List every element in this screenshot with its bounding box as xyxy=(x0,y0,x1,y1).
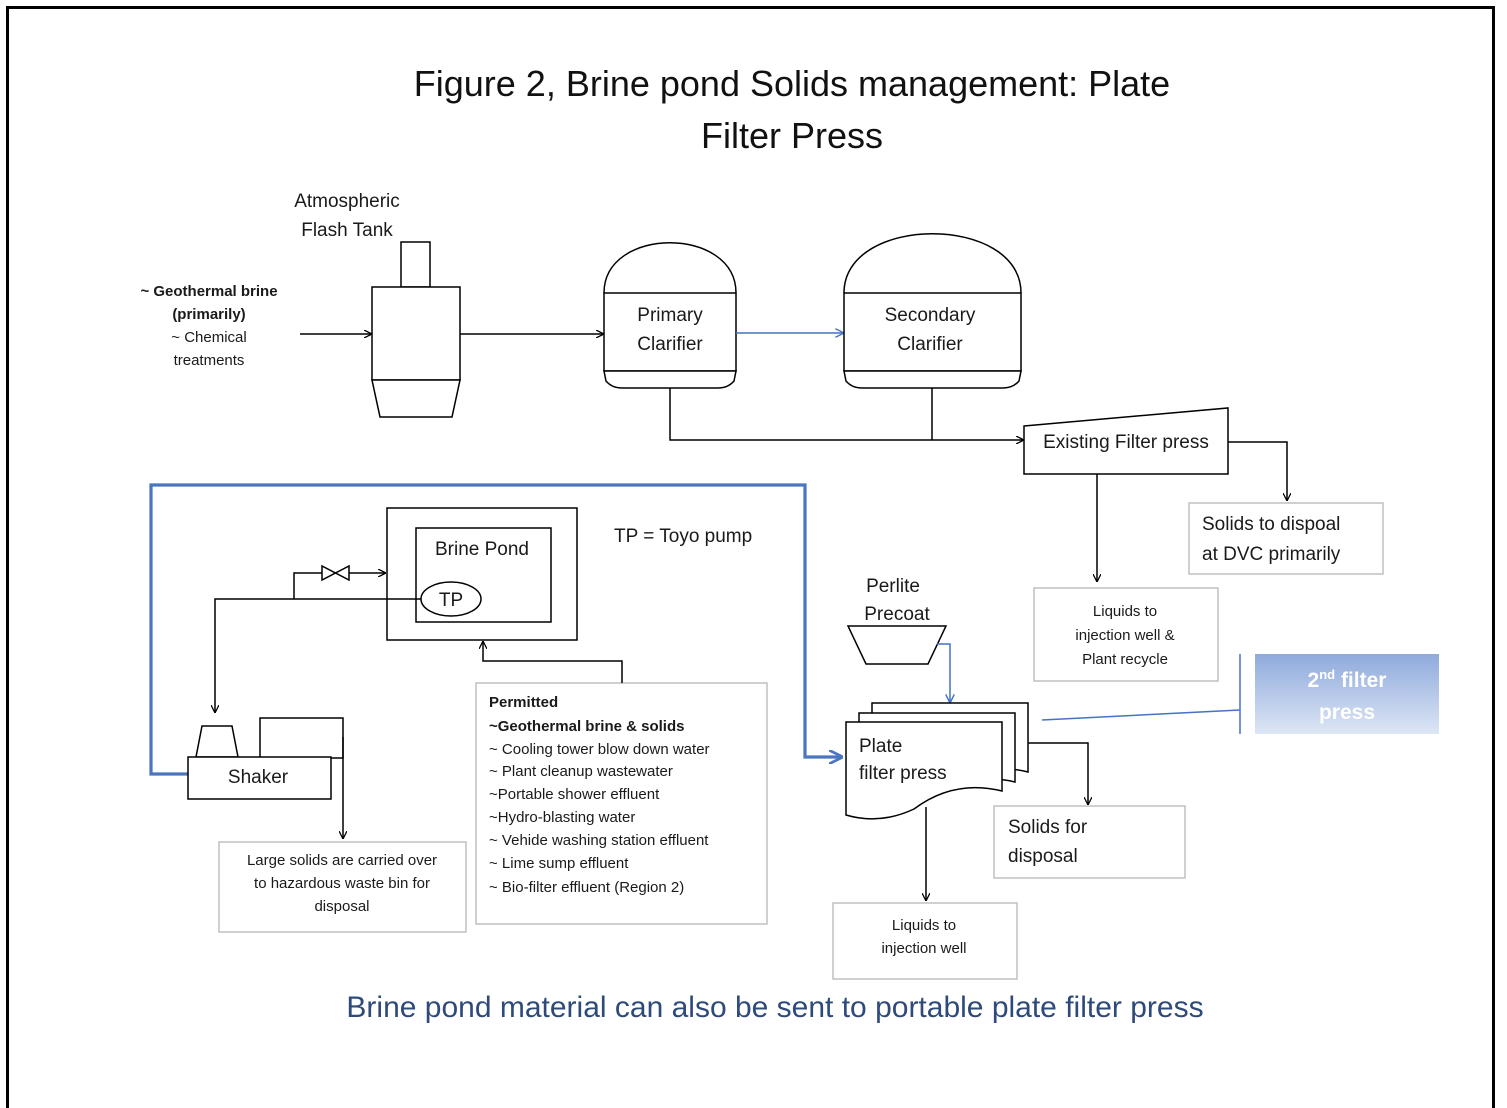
plate-press-label-1: Plate xyxy=(859,736,902,757)
secondary-clarifier: Secondary Clarifier xyxy=(843,233,1022,389)
liquids-injection-box xyxy=(832,902,1018,980)
input-label: ~ Geothermal brine (primarily) ~ Chemica… xyxy=(140,283,277,369)
filter-to-solids-arrow xyxy=(1228,441,1287,501)
solids-to-disposal-dvc-box xyxy=(1188,502,1384,575)
input-line-4: treatments xyxy=(174,352,245,369)
flash-tank-label-1: Atmospheric xyxy=(294,191,400,212)
secondary-clarifier-label-1: Secondary xyxy=(885,305,976,326)
large-solids-line-3: disposal xyxy=(314,898,369,915)
existing-filter-press: Existing Filter press xyxy=(1023,407,1229,475)
clarifiers-to-filter-line xyxy=(669,388,1024,440)
permitted-item: ~ Lime sump effluent xyxy=(489,855,629,872)
liquids-recycle-box xyxy=(1033,587,1219,682)
title-line-1: Figure 2, Brine pond Solids management: … xyxy=(414,63,1170,104)
permitted-sources-box xyxy=(475,682,768,925)
liquids-recycle-line-3: Plant recycle xyxy=(1082,651,1168,668)
primary-clarifier-label-2: Clarifier xyxy=(637,334,703,355)
brine-pond: Brine Pond TP xyxy=(386,507,578,641)
second-filter-label-2: press xyxy=(1319,701,1375,724)
title-line-2: Filter Press xyxy=(701,115,883,156)
secondary-clarifier-label-2: Clarifier xyxy=(897,334,963,355)
input-line-2: (primarily) xyxy=(172,306,245,323)
valve-icon xyxy=(321,564,350,582)
liquids-injection-line-2: injection well xyxy=(881,940,966,957)
permitted-item: ~ Cooling tower blow down water xyxy=(489,741,710,758)
flash-tank xyxy=(371,241,461,418)
solids-for-disposal-box xyxy=(993,805,1186,879)
solids-disposal-line-2: disposal xyxy=(1008,846,1078,867)
primary-clarifier: Primary Clarifier xyxy=(603,242,737,389)
permitted-heading: Permitted xyxy=(489,694,558,711)
toyo-pump-label: TP xyxy=(439,590,463,611)
permitted-item: ~ Plant cleanup wastewater xyxy=(489,763,673,780)
brine-pond-label: Brine Pond xyxy=(435,539,529,560)
perlite-hopper xyxy=(846,625,948,665)
perlite-label-2: Precoat xyxy=(864,604,930,625)
second-filter-callout-line xyxy=(1041,709,1241,721)
solids-disposal-line-1: Solids for xyxy=(1008,817,1088,838)
large-solids-line-2: to hazardous waste bin for xyxy=(254,875,430,892)
solids-dvc-line-2: at DVC primarily xyxy=(1202,544,1341,565)
shaker: Shaker xyxy=(187,717,344,800)
second-filter-press-box xyxy=(1255,654,1439,734)
perlite-to-press-arrow xyxy=(937,643,950,703)
input-line-1: ~ Geothermal brine xyxy=(140,283,277,300)
liquids-recycle-line-1: Liquids to xyxy=(1093,603,1157,620)
brine-to-plate-press-flow xyxy=(149,483,840,776)
recirc-line xyxy=(293,572,322,599)
permitted-to-pond-arrow xyxy=(483,641,623,683)
input-line-3: ~ Chemical xyxy=(171,329,246,346)
plate-filter-press: Plate filter press xyxy=(845,702,1029,820)
permitted-item: ~Portable shower effluent xyxy=(489,786,660,803)
permitted-item: ~Geothermal brine & solids xyxy=(489,718,684,735)
plate-press-label-2: filter press xyxy=(859,763,947,784)
perlite-label-1: Perlite xyxy=(866,576,920,597)
tp-legend: TP = Toyo pump xyxy=(614,526,752,547)
permitted-item: ~ Vehide washing station effluent xyxy=(489,832,709,849)
large-solids-line-1: Large solids are carried over xyxy=(247,852,437,869)
slide-frame xyxy=(6,6,1495,1108)
solids-dvc-line-1: Solids to dispoal xyxy=(1202,514,1340,535)
flash-tank-label-2: Flash Tank xyxy=(301,220,393,241)
liquids-recycle-line-2: injection well & xyxy=(1075,627,1174,644)
second-filter-label-1: 2nd filter xyxy=(1308,667,1387,692)
large-solids-box xyxy=(218,841,467,933)
shaker-label: Shaker xyxy=(228,767,289,788)
permitted-item: ~Hydro-blasting water xyxy=(489,809,635,826)
liquids-injection-line-1: Liquids to xyxy=(892,917,956,934)
permitted-item: ~ Bio-filter effluent (Region 2) xyxy=(489,879,684,896)
footer-note: Brine pond material can also be sent to … xyxy=(346,991,1203,1024)
press-to-solids-arrow xyxy=(1028,742,1088,805)
pump-to-shaker-arrow xyxy=(215,598,421,713)
primary-clarifier-label-1: Primary xyxy=(637,305,703,326)
existing-filter-press-label: Existing Filter press xyxy=(1043,432,1209,453)
